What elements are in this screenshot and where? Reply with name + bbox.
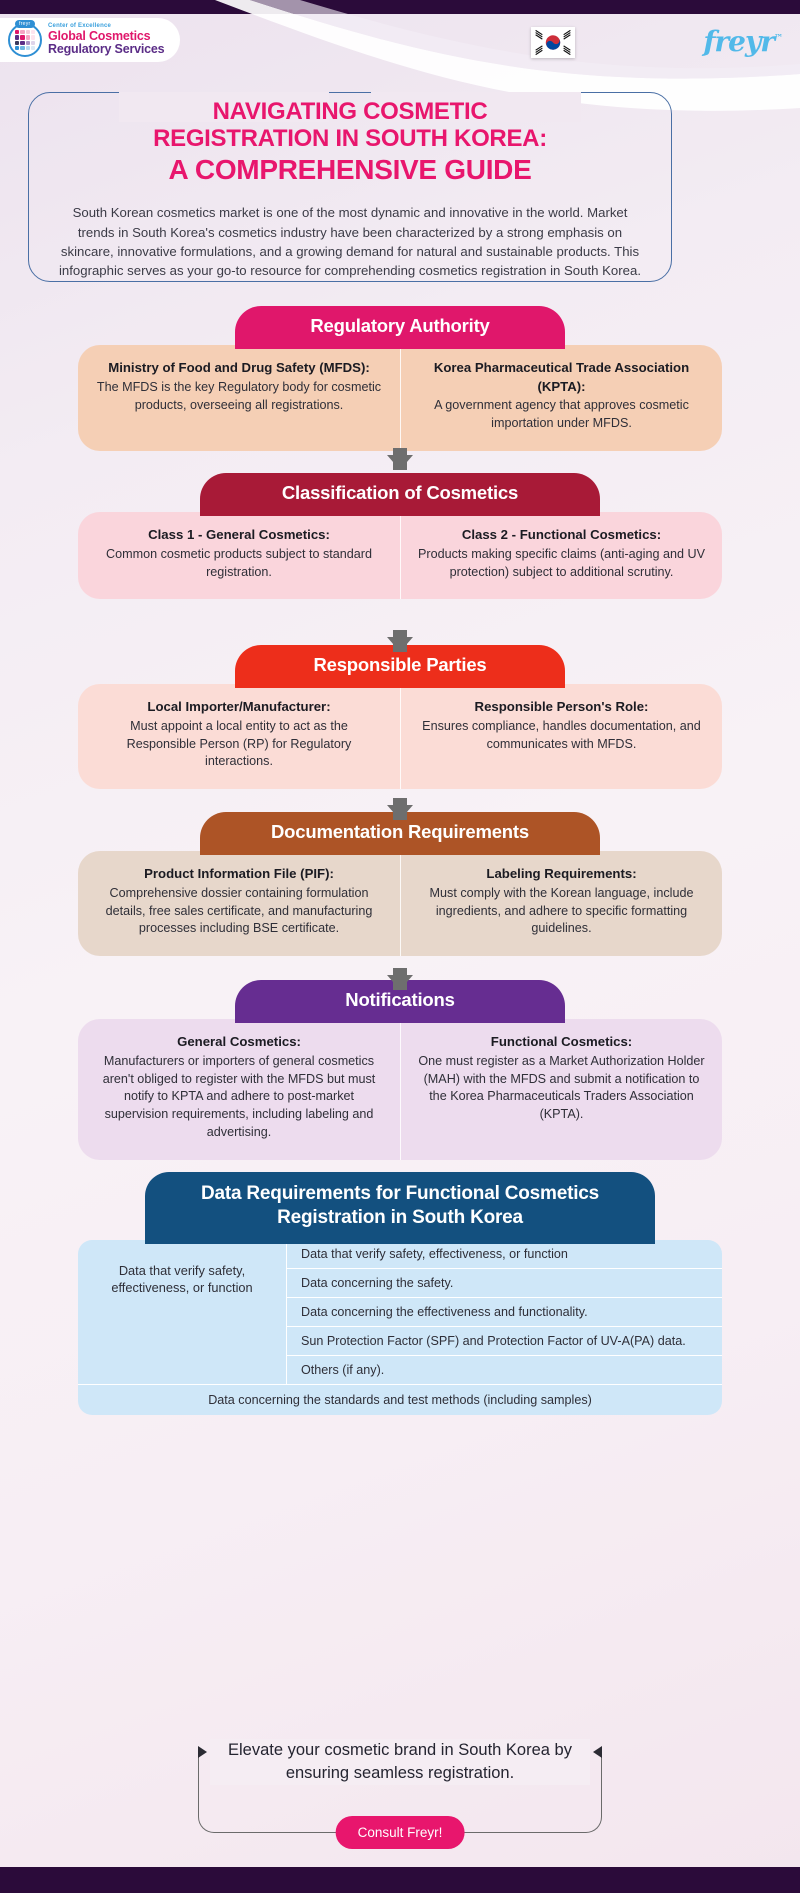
coe-dot-grid-icon: freyr	[8, 20, 42, 57]
title-notch-left	[119, 92, 329, 122]
arrow-left-icon	[593, 1746, 602, 1758]
cell-heading: Korea Pharmaceutical Trade Association (…	[433, 360, 690, 394]
info-cell: Ministry of Food and Drug Safety (MFDS):…	[78, 345, 400, 451]
cta-message: Elevate your cosmetic brand in South Kor…	[210, 1739, 590, 1785]
info-cell: Class 2 - Functional Cosmetics: Products…	[400, 512, 722, 600]
cell-text: Manufacturers or importers of general co…	[102, 1053, 376, 1140]
cell-heading: Ministry of Food and Drug Safety (MFDS):	[108, 360, 370, 375]
top-accent-bar	[0, 0, 800, 14]
table-title-line-2: Registration in South Korea	[277, 1206, 523, 1228]
section-body: Ministry of Food and Drug Safety (MFDS):…	[78, 345, 722, 452]
cta-bracket: Elevate your cosmetic brand in South Kor…	[198, 1739, 602, 1849]
coe-logo: freyr Center of Excellence Global Cosmet…	[0, 18, 180, 62]
section-body: Class 1 - General Cosmetics: Common cosm…	[78, 512, 722, 600]
title-line-3: A COMPREHENSIVE GUIDE	[168, 153, 532, 185]
section-header: Classification of Cosmetics	[200, 473, 600, 516]
arrow-right-icon	[198, 1746, 207, 1758]
cell-text: Ensures compliance, handles documentatio…	[422, 718, 701, 751]
cell-heading: Responsible Person's Role:	[474, 699, 649, 714]
page-title: NAVIGATING COSMETIC REGISTRATION IN SOUT…	[55, 98, 645, 185]
section-notifications: Notifications General Cosmetics: Manufac…	[0, 980, 800, 1161]
cell-heading: Functional Cosmetics:	[490, 1034, 633, 1049]
table-row: Data concerning the effectiveness and fu…	[287, 1298, 722, 1327]
table-row: Data concerning the safety.	[287, 1269, 722, 1298]
cell-heading: Product Information File (PIF):	[144, 866, 334, 881]
table-row: Data that verify safety, effectiveness, …	[287, 1240, 722, 1269]
south-korea-flag-icon	[531, 27, 575, 58]
cell-heading: General Cosmetics:	[177, 1034, 301, 1049]
table-title: Data Requirements for Functional Cosmeti…	[145, 1172, 655, 1244]
cell-text: Common cosmetic products subject to stan…	[106, 546, 372, 579]
flow-arrow-down-icon	[387, 630, 413, 652]
coe-line1: Global Cosmetics	[48, 28, 151, 43]
cell-text: A government agency that approves cosmet…	[434, 398, 689, 431]
table-row-header: Data that verify safety, effectiveness, …	[111, 1262, 253, 1296]
table-title-line-1: Data Requirements for Functional Cosmeti…	[200, 1183, 600, 1204]
flow-arrow-down-icon	[387, 448, 413, 470]
table-row: Others (if any).	[301, 1362, 385, 1377]
data-requirements-table-block: Data Requirements for Functional Cosmeti…	[0, 1172, 800, 1415]
info-cell: Class 1 - General Cosmetics: Common cosm…	[78, 512, 400, 599]
section-header: Responsible Parties	[235, 645, 565, 688]
cell-heading: Local Importer/Manufacturer:	[147, 699, 331, 714]
cell-text: The MFDS is the key Regulatory body for …	[96, 379, 382, 412]
coe-superline: Center of Excellence	[48, 23, 112, 30]
section-documentation-requirements: Documentation Requirements Product Infor…	[0, 812, 800, 957]
title-notch-right	[371, 92, 581, 122]
cell-text: One must register as a Market Authorizat…	[418, 1053, 705, 1122]
section-body: Local Importer/Manufacturer: Must appoin…	[78, 684, 722, 790]
coe-badge-label: freyr	[15, 20, 35, 28]
intro-paragraph: South Korean cosmetics market is one of …	[58, 205, 641, 279]
section-responsible-parties: Responsible Parties Local Importer/Manuf…	[0, 645, 800, 790]
info-cell: Product Information File (PIF): Comprehe…	[78, 851, 400, 956]
info-cell: Korea Pharmaceutical Trade Association (…	[400, 345, 722, 452]
coe-line2: Regulatory Services	[48, 42, 165, 57]
cell-text: Comprehensive dossier containing formula…	[105, 885, 373, 936]
cell-text: Products making specific claims (anti-ag…	[418, 546, 705, 579]
bottom-accent-bar	[0, 1867, 800, 1893]
info-cell: Local Importer/Manufacturer: Must appoin…	[78, 684, 400, 789]
cell-text: Must comply with the Korean language, in…	[429, 885, 694, 936]
info-cell: Responsible Person's Role: Ensures compl…	[400, 684, 722, 790]
consult-freyr-button[interactable]: Consult Freyr!	[335, 1816, 465, 1849]
table-footer-row: Data concerning the standards and test m…	[78, 1383, 722, 1415]
cell-heading: Labeling Requirements:	[486, 866, 637, 881]
cell-text: Must appoint a local entity to act as th…	[126, 718, 352, 769]
flow-arrow-down-icon	[387, 968, 413, 990]
section-header: Regulatory Authority	[235, 306, 565, 349]
cell-heading: Class 1 - General Cosmetics:	[148, 527, 330, 542]
info-cell: Functional Cosmetics: One must register …	[400, 1019, 722, 1161]
info-cell: General Cosmetics: Manufacturers or impo…	[78, 1019, 400, 1160]
title-line-1: NAVIGATING COSMETIC	[212, 98, 488, 125]
flow-arrow-down-icon	[387, 798, 413, 820]
info-cell: Labeling Requirements: Must comply with …	[400, 851, 722, 957]
table-top-group: Data that verify safety, effectiveness, …	[78, 1239, 722, 1384]
section-regulatory-authority: Regulatory Authority Ministry of Food an…	[0, 306, 800, 452]
trademark-mark: ™	[774, 33, 783, 44]
freyr-wordmark: freyr	[703, 25, 775, 58]
section-classification-of-cosmetics: Classification of Cosmetics Class 1 - Ge…	[0, 473, 800, 600]
freyr-brand-logo: freyr™	[703, 25, 783, 58]
data-table: Data that verify safety, effectiveness, …	[78, 1239, 722, 1415]
section-body: General Cosmetics: Manufacturers or impo…	[78, 1019, 722, 1161]
cta-block: Elevate your cosmetic brand in South Kor…	[0, 1739, 800, 1849]
table-rows: Data that verify safety, effectiveness, …	[286, 1239, 722, 1384]
table-row: Sun Protection Factor (SPF) and Protecti…	[287, 1327, 722, 1356]
cell-heading: Class 2 - Functional Cosmetics:	[461, 527, 662, 542]
title-line-2: REGISTRATION IN SOUTH KOREA:	[153, 124, 547, 152]
section-body: Product Information File (PIF): Comprehe…	[78, 851, 722, 957]
intro-card: NAVIGATING COSMETIC REGISTRATION IN SOUT…	[28, 92, 672, 282]
